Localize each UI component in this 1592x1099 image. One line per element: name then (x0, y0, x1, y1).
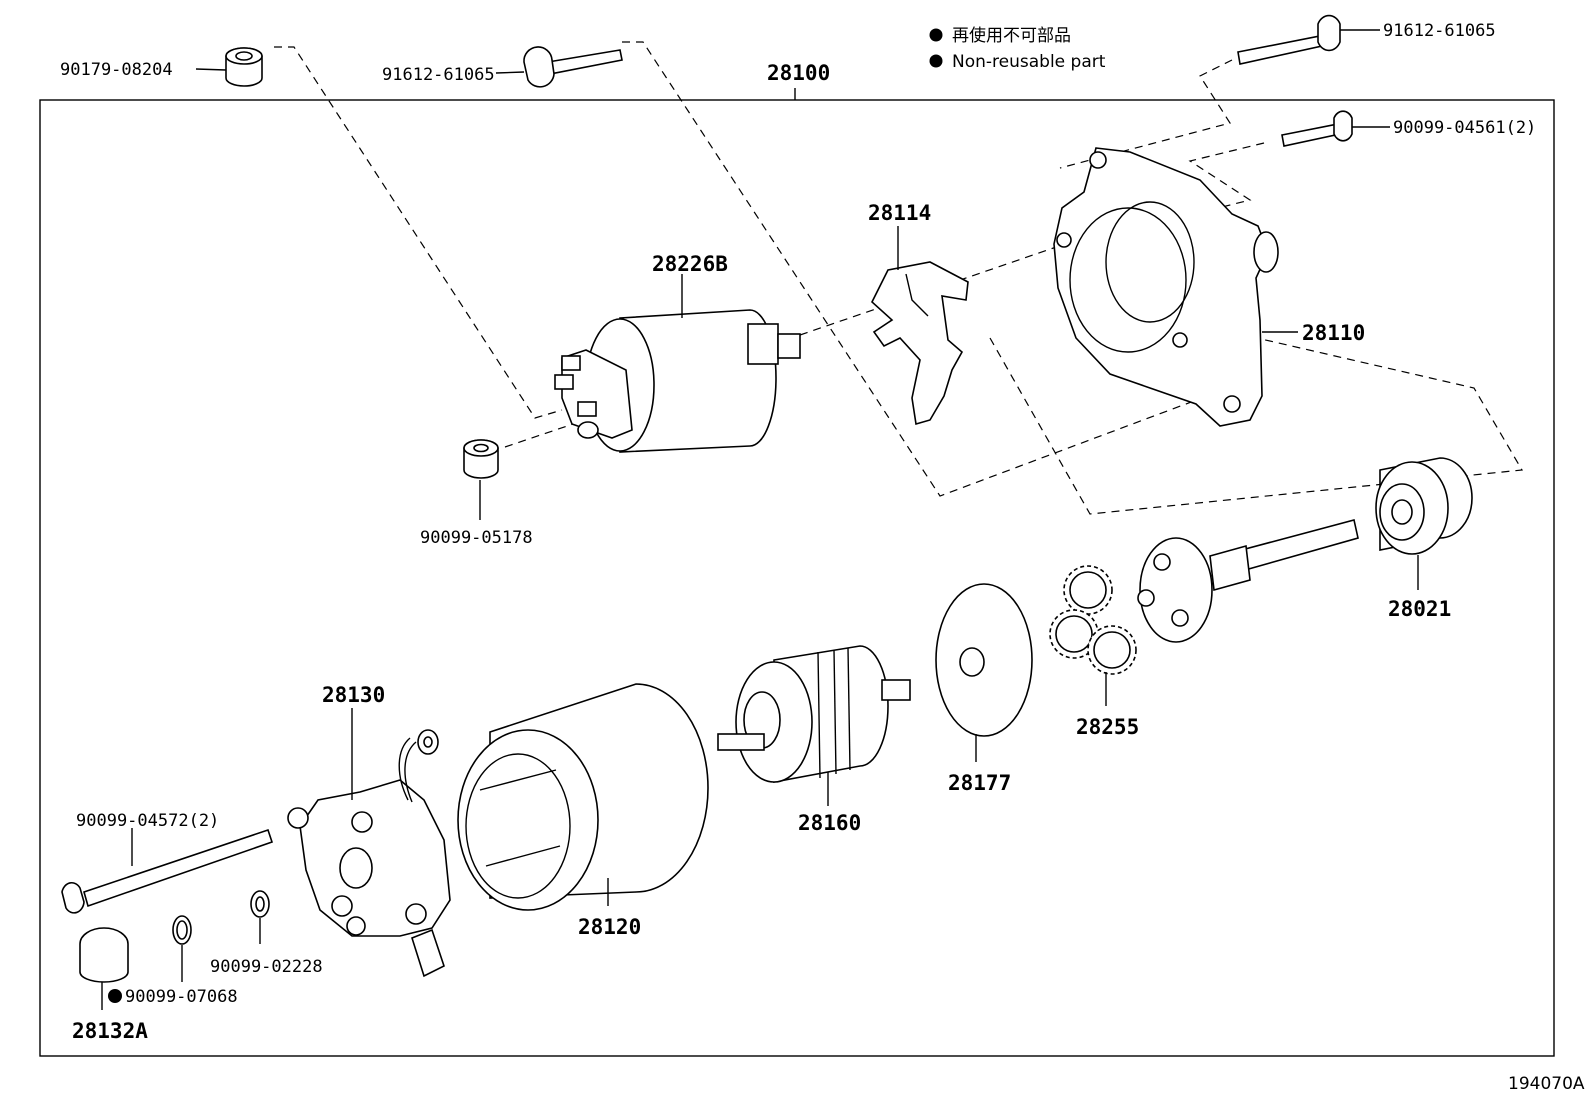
part-28160-armature: 28160 (717, 645, 911, 835)
part-planetary-shaft (1137, 519, 1359, 643)
reference-code: 194070A (1508, 1074, 1585, 1094)
label-90099-07068: 90099-07068 (125, 987, 238, 1007)
label-28132A: 28132A (72, 1019, 148, 1043)
part-28120-yoke: 28120 (457, 683, 709, 939)
label-28160: 28160 (798, 811, 861, 835)
label-90099-02228: 90099-02228 (210, 957, 323, 977)
label-91612-61065-right: 91612-61065 (1383, 21, 1496, 41)
label-91612-61065-left: 91612-61065 (382, 65, 495, 85)
part-90179-08204: 90179-08204 (60, 47, 263, 87)
label-28226B: 28226B (652, 252, 728, 276)
non-reusable-bullet-icon (929, 28, 943, 42)
label-28114: 28114 (868, 201, 931, 225)
label-90099-04561: 90099-04561(2) (1393, 118, 1536, 138)
assembly-number: 28100 (767, 61, 830, 85)
label-28021: 28021 (1388, 597, 1451, 621)
legend-english: Non-reusable part (952, 52, 1106, 72)
label-90179-08204: 90179-08204 (60, 60, 173, 80)
part-28177-plate: 28177 (935, 583, 1033, 795)
legend: 再使用不可部品 Non-reusable part (929, 25, 1106, 72)
part-28132A-cap: 28132A (72, 927, 148, 1043)
label-28177: 28177 (948, 771, 1011, 795)
part-90099-04561: 90099-04561(2) (1281, 110, 1536, 147)
part-28255-planetary-gears: 28255 (1049, 565, 1139, 739)
part-90099-04572: 90099-04572(2) (61, 811, 274, 914)
part-90099-05178: 90099-05178 (420, 439, 533, 548)
non-reusable-bullet-icon (108, 989, 122, 1003)
part-90099-02228: 90099-02228 (210, 890, 323, 977)
part-91612-61065-left: 91612-61065 (382, 46, 623, 88)
part-28226B-solenoid: 28226B (554, 252, 801, 453)
part-91612-61065-right: 91612-61065 (1237, 14, 1496, 65)
label-90099-05178: 90099-05178 (420, 528, 533, 548)
part-28021-clutch: 28021 (1375, 457, 1473, 621)
label-28110: 28110 (1302, 321, 1365, 345)
non-reusable-bullet-icon (929, 54, 943, 68)
legend-japanese: 再使用不可部品 (952, 25, 1071, 46)
label-28255: 28255 (1076, 715, 1139, 739)
label-28130: 28130 (322, 683, 385, 707)
part-28110-drive-housing: 28110 (1053, 147, 1365, 427)
part-28130-end-frame: 28130 (287, 683, 451, 978)
label-90099-04572: 90099-04572(2) (76, 811, 219, 831)
part-90099-07068: 90099-07068 (108, 915, 238, 1007)
part-28114-drive-lever: 28114 (868, 201, 969, 426)
assembly-frame (39, 99, 1555, 1057)
label-28120: 28120 (578, 915, 641, 939)
